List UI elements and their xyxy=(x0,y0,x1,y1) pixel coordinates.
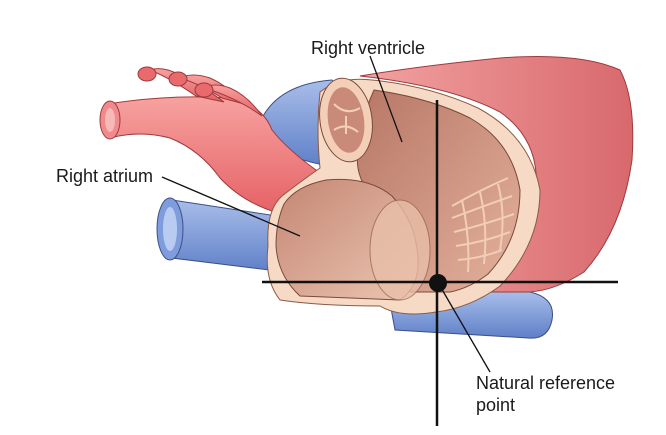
aorta xyxy=(99,66,317,219)
superior-vena-cava xyxy=(156,197,291,273)
trabeculae xyxy=(451,177,515,273)
label-right-ventricle: Right ventricle xyxy=(311,38,426,58)
pulmonary-valve xyxy=(319,77,373,163)
leader-lines xyxy=(161,55,491,373)
label-right-atrium: Right atrium xyxy=(56,166,154,186)
label-natural-reference-point: Natural reference point xyxy=(476,373,616,415)
leader-line-right-atrium xyxy=(161,176,301,237)
leader-line-right-ventricle xyxy=(369,55,403,143)
reference-crosshair xyxy=(262,100,618,426)
leader-line-reference-point xyxy=(439,285,491,373)
natural-reference-point-marker xyxy=(429,274,447,292)
ventricle-outer-wall xyxy=(359,56,634,293)
right-atrium-chamber xyxy=(275,178,431,301)
right-ventricle-chamber xyxy=(356,89,521,293)
